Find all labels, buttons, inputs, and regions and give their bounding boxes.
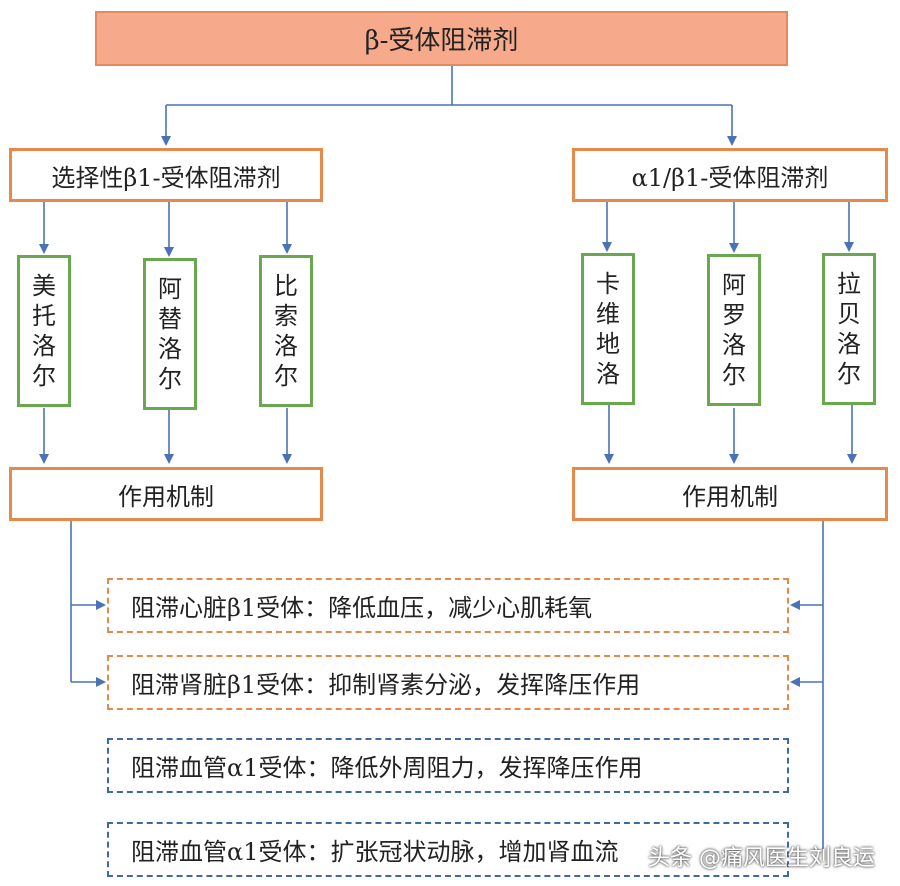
effect-vessel-alpha1-resistance: 阻滞血管α1受体：降低外周阻力，发挥降压作用 (107, 738, 789, 793)
mechanism-left-box: 作用机制 (9, 467, 323, 521)
connector-root (166, 66, 732, 106)
mechanism-left-label: 作用机制 (118, 482, 214, 511)
mechanism-right-label: 作用机制 (682, 482, 778, 511)
effect-text: 阻滞心脏β1受体：降低血压，减少心肌耗氧 (131, 594, 593, 622)
effect-kidney-beta1: 阻滞肾脏β1受体：抑制肾素分泌，发挥降压作用 (107, 655, 789, 710)
group-alpha-beta-label: α1/β1-受体阻滞剂 (631, 163, 829, 192)
mechanism-right-box: 作用机制 (572, 467, 888, 521)
effect-text: 阻滞血管α1受体：扩张冠状动脉，增加肾血流 (131, 838, 619, 866)
drug-label: 阿替洛尔 (158, 275, 182, 393)
group-selective-label: 选择性β1-受体阻滞剂 (51, 163, 281, 192)
group-alpha-beta-box: α1/β1-受体阻滞剂 (572, 148, 888, 202)
effect-text: 阻滞肾脏β1受体：抑制肾素分泌，发挥降压作用 (131, 671, 641, 699)
drug-label: 卡维地洛 (596, 270, 620, 388)
effect-vessel-alpha1-coronary: 阻滞血管α1受体：扩张冠状动脉，增加肾血流 (107, 822, 789, 877)
drug-carvedilol: 卡维地洛 (581, 253, 635, 405)
effect-heart-beta1: 阻滞心脏β1受体：降低血压，减少心肌耗氧 (107, 578, 789, 633)
root-title: β-受体阻滞剂 (364, 26, 519, 56)
root-title-box: β-受体阻滞剂 (95, 11, 788, 66)
drug-label: 阿罗洛尔 (722, 271, 746, 389)
drug-bisoprolol: 比索洛尔 (259, 255, 313, 407)
drug-arotinolol: 阿罗洛尔 (707, 254, 761, 406)
drug-labetalol: 拉贝洛尔 (822, 253, 876, 405)
drug-metoprolol: 美托洛尔 (17, 255, 71, 407)
drug-atenolol: 阿替洛尔 (143, 258, 197, 410)
drug-label: 比索洛尔 (274, 272, 298, 390)
drug-label: 拉贝洛尔 (837, 270, 861, 388)
watermark: 头条 @痛风医生刘良运 (648, 846, 875, 871)
effect-text: 阻滞血管α1受体：降低外周阻力，发挥降压作用 (131, 754, 643, 782)
drug-label: 美托洛尔 (32, 272, 56, 390)
group-selective-box: 选择性β1-受体阻滞剂 (9, 148, 323, 202)
